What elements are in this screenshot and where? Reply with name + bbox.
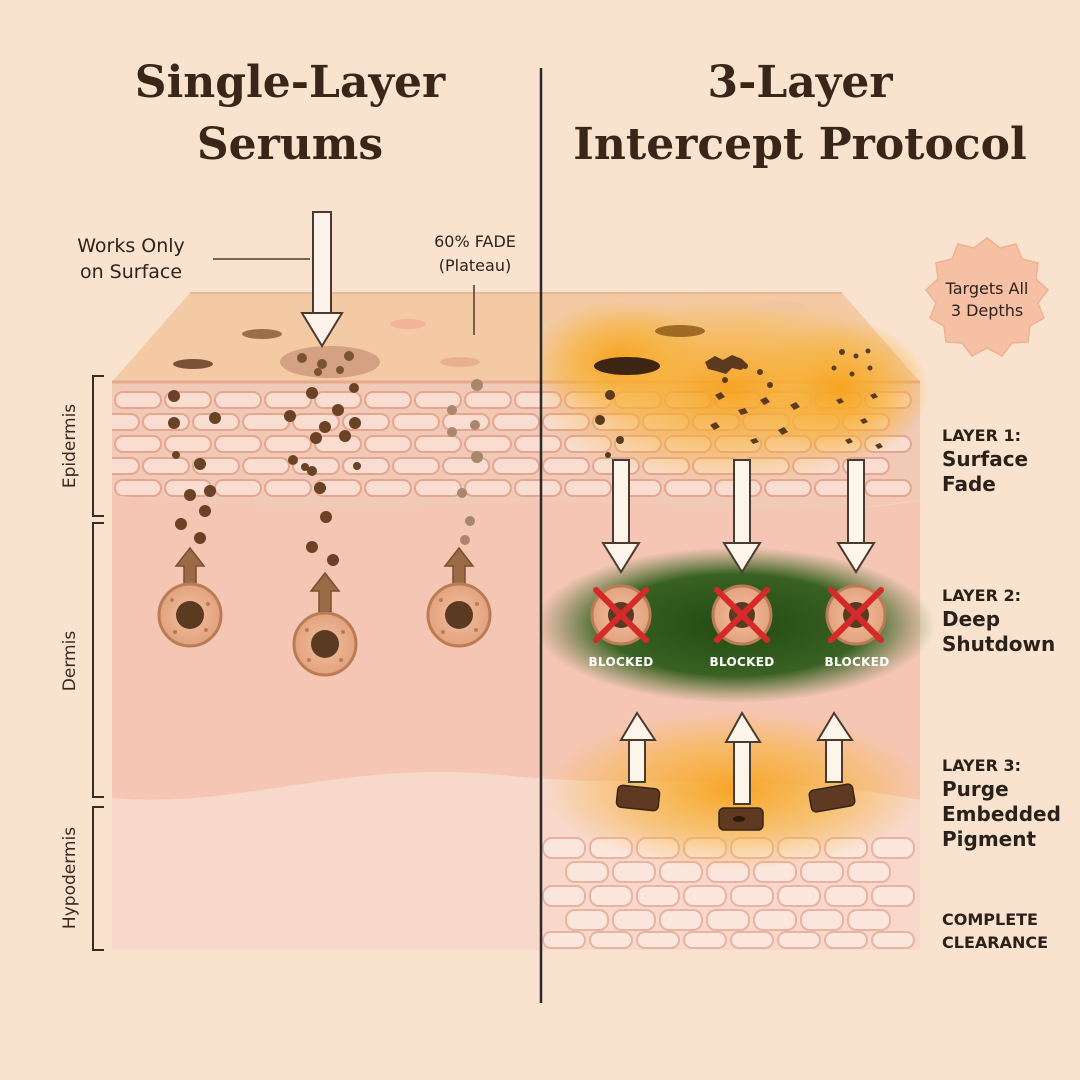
layer3-label: LAYER 3: Purge Embedded Pigment bbox=[942, 755, 1076, 852]
fade-annotation-line2: (Plateau) bbox=[438, 256, 512, 275]
serum-arrow-left bbox=[300, 211, 344, 348]
layer2-name-line2: Shutdown bbox=[942, 632, 1056, 656]
pigment-dots-left bbox=[168, 379, 483, 566]
blocked-label-3: BLOCKED bbox=[824, 655, 890, 669]
layer3-name-line1: Purge bbox=[942, 777, 1009, 801]
fade-annotation: 60% FADE (Plateau) bbox=[400, 230, 550, 278]
up-arrows-right bbox=[619, 711, 854, 805]
target-badge-label: Targets All 3 Depths bbox=[922, 278, 1052, 322]
target-badge-line1: Targets All bbox=[945, 279, 1029, 298]
target-badge bbox=[924, 237, 1050, 357]
layer2-label: LAYER 2: Deep Shutdown bbox=[942, 585, 1076, 657]
layer1-label: LAYER 1: Surface Fade bbox=[942, 425, 1076, 497]
complete-line2: CLEARANCE bbox=[942, 933, 1049, 952]
layer2-name-line1: Deep bbox=[942, 607, 1001, 631]
right-title: 3-Layer Intercept Protocol bbox=[550, 52, 1050, 176]
left-title: Single-Layer Serums bbox=[40, 52, 540, 176]
surface-spots-right bbox=[594, 301, 883, 458]
blocked-cells bbox=[590, 584, 887, 646]
layer1-name-line1: Surface bbox=[942, 447, 1029, 471]
layer1-name-line2: Fade bbox=[942, 472, 996, 496]
down-arrows-right bbox=[601, 459, 876, 574]
complete-line1: COMPLETE bbox=[942, 910, 1038, 929]
left-title-line2: Serums bbox=[196, 119, 384, 170]
depth-brackets bbox=[92, 375, 104, 951]
complete-clearance-label: COMPLETE CLEARANCE bbox=[942, 908, 1076, 954]
left-title-line1: Single-Layer bbox=[134, 57, 446, 108]
layer3-name-line2: Embedded bbox=[942, 802, 1061, 826]
layer3-name-line3: Pigment bbox=[942, 827, 1037, 851]
melanocytes-left bbox=[157, 546, 492, 677]
layer1-tag: LAYER 1: bbox=[942, 426, 1021, 445]
surface-annotation-line2: on Surface bbox=[79, 261, 183, 283]
layer3-tag: LAYER 3: bbox=[942, 756, 1021, 775]
blocked-label-1: BLOCKED bbox=[588, 655, 654, 669]
embedded-pigment bbox=[615, 783, 856, 831]
surface-annotation-line1: Works Only bbox=[77, 235, 185, 257]
right-title-line2: Intercept Protocol bbox=[573, 119, 1027, 170]
fade-annotation-line1: 60% FADE bbox=[434, 232, 516, 251]
target-badge-line2: 3 Depths bbox=[950, 301, 1024, 320]
right-title-line1: 3-Layer bbox=[707, 57, 893, 108]
surface-spots-left bbox=[173, 319, 480, 378]
blocked-label-2: BLOCKED bbox=[709, 655, 775, 669]
layer2-tag: LAYER 2: bbox=[942, 586, 1021, 605]
surface-annotation: Works Only on Surface bbox=[56, 233, 206, 285]
